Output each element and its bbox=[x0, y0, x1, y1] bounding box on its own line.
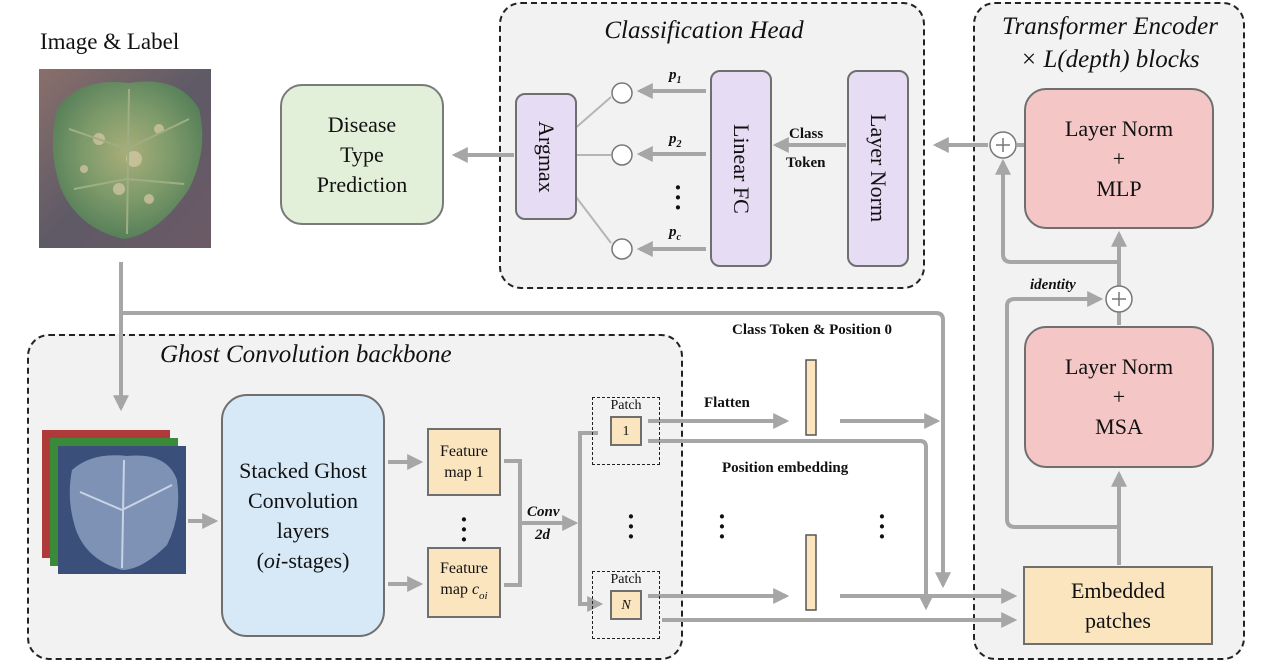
output-node-p1 bbox=[611, 82, 633, 104]
flatten-label: Flatten bbox=[704, 395, 750, 411]
fm1-line1: Feature bbox=[440, 443, 488, 460]
feature-map-ellipsis: ··· bbox=[459, 505, 469, 554]
output-node-p2 bbox=[611, 144, 633, 166]
patch-ellipsis: ··· bbox=[626, 502, 636, 551]
embedded-patches-box: Embedded patches bbox=[1023, 566, 1213, 645]
prediction-line2: Type bbox=[340, 141, 384, 167]
prediction-line3: Prediction bbox=[316, 171, 408, 197]
transformer-title-line1: Transformer Encoder bbox=[1002, 13, 1218, 40]
conv-label-line2: 2d bbox=[535, 527, 550, 543]
position-embedding-label: Position embedding bbox=[722, 460, 849, 476]
output-node-pc bbox=[611, 238, 633, 260]
patch-N-box: N bbox=[610, 590, 642, 620]
ln-mlp-line1: Layer Norm bbox=[1064, 115, 1174, 141]
ln-msa-line1: Layer Norm bbox=[1064, 354, 1174, 379]
ln-msa-box: Layer Norm + MSA bbox=[1024, 326, 1214, 468]
second-identity-path bbox=[995, 158, 1119, 264]
stacked-line3: layers bbox=[276, 517, 330, 543]
embedded-line1: Embedded bbox=[1070, 577, 1166, 603]
patch-N-group: Patch N bbox=[592, 571, 660, 639]
identity-label: identity bbox=[1030, 277, 1076, 293]
conv-label-line1: Conv bbox=[527, 504, 560, 520]
head-layer-norm-box: Layer Norm bbox=[847, 70, 909, 267]
ln-msa-line2: + bbox=[1112, 384, 1126, 409]
embedding-ellipsis: ··· bbox=[877, 502, 887, 551]
patch-N-label: Patch bbox=[610, 572, 642, 587]
stacked-ghost-box: Stacked Ghost Convolution layers (oi-sta… bbox=[221, 394, 385, 637]
leaf-image bbox=[39, 69, 211, 248]
argmax-label: Argmax bbox=[534, 120, 559, 193]
p2-label: p2 bbox=[669, 131, 682, 150]
stacked-line4: (oi-stages) bbox=[256, 547, 350, 573]
patch-1-label: Patch bbox=[610, 398, 642, 413]
p1-label: p1 bbox=[669, 67, 682, 86]
flattened-token-1 bbox=[805, 359, 817, 436]
identity-path bbox=[1005, 291, 1119, 529]
ln-mlp-box: Layer Norm + MLP bbox=[1024, 88, 1214, 229]
p-ellipsis: ··· bbox=[673, 173, 683, 222]
fmc-line1: Feature bbox=[440, 560, 488, 578]
class-token-line2: Token bbox=[786, 155, 826, 171]
input-title: Image & Label bbox=[40, 29, 180, 54]
linear-fc-label: Linear FC bbox=[729, 123, 754, 214]
head-layer-norm-label: Layer Norm bbox=[866, 114, 891, 223]
transformer-title-line2: × L(depth) blocks bbox=[1020, 46, 1200, 73]
image-to-class-token-line bbox=[121, 311, 951, 589]
class-token-line1: Class bbox=[789, 126, 824, 142]
patch-1-box: 1 bbox=[610, 416, 642, 446]
pc-label: pc bbox=[669, 224, 681, 243]
fm1-line2: map 1 bbox=[444, 464, 484, 481]
conv-to-patches-bracket bbox=[578, 431, 604, 612]
fm-to-conv-bracket bbox=[504, 459, 522, 587]
stacked-line2: Convolution bbox=[247, 487, 358, 513]
disease-prediction-box: Disease Type Prediction bbox=[280, 84, 444, 225]
ln-mlp-line2: + bbox=[1112, 145, 1126, 171]
classification-head-title: Classification Head bbox=[604, 17, 804, 44]
prediction-line1: Disease bbox=[327, 111, 397, 137]
class-token-position-label: Class Token & Position 0 bbox=[732, 322, 893, 338]
ln-mlp-line3: MLP bbox=[1096, 175, 1142, 201]
flattened-token-N bbox=[805, 534, 817, 611]
patch1-to-embedded-line bbox=[648, 439, 934, 611]
linear-fc-box: Linear FC bbox=[710, 70, 772, 267]
feature-map-1-box: Feature map 1 bbox=[427, 428, 501, 496]
argmax-box: Argmax bbox=[515, 93, 577, 220]
flatten-ellipsis: ··· bbox=[717, 502, 727, 551]
fmc-line2: map coi bbox=[440, 581, 488, 602]
backbone-title: Ghost Convolution backbone bbox=[160, 341, 452, 368]
rgb-channel-stack bbox=[42, 430, 186, 574]
feature-map-c-box: Feature map coi bbox=[427, 547, 501, 618]
stacked-line1: Stacked Ghost bbox=[239, 457, 367, 483]
embedded-line2: patches bbox=[1085, 607, 1151, 633]
ln-msa-line3: MSA bbox=[1095, 414, 1143, 439]
patch-1-group: Patch 1 bbox=[592, 397, 660, 465]
